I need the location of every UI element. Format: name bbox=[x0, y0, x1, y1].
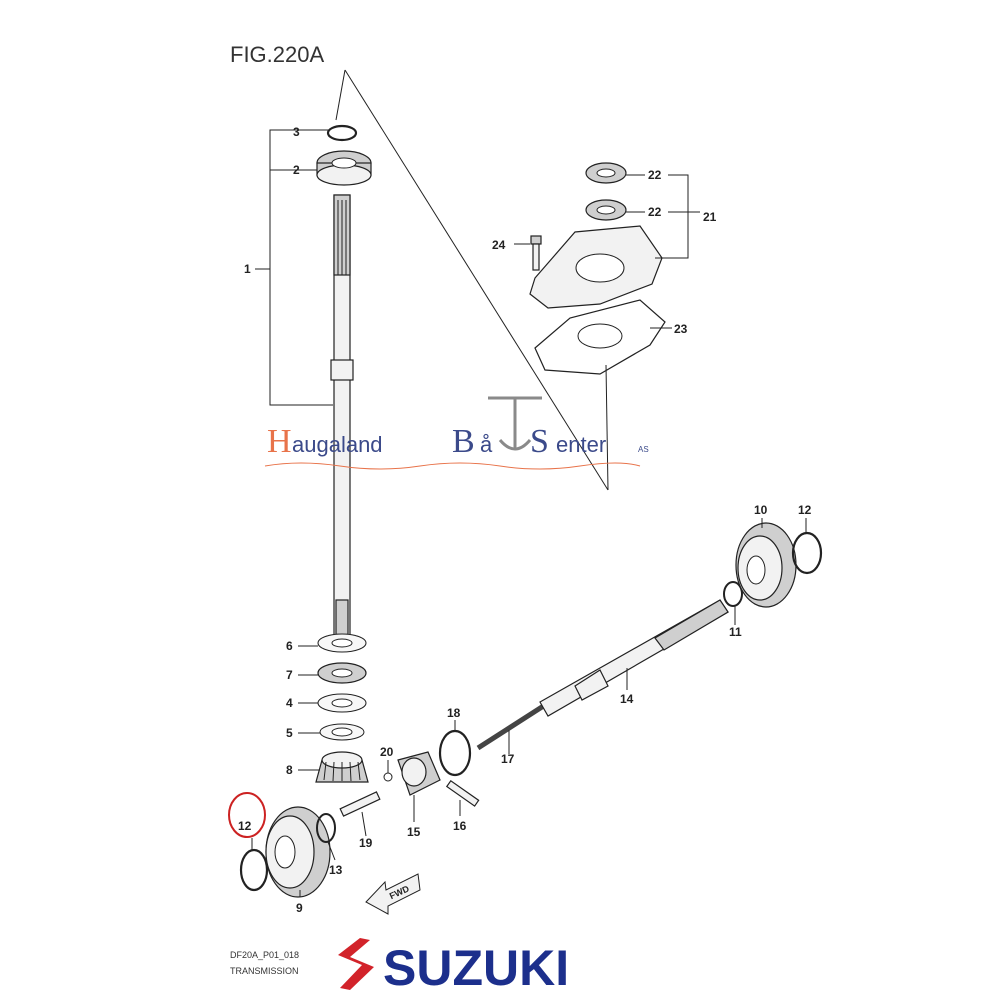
gasket-part-23 bbox=[534, 299, 666, 375]
watermark-h: H bbox=[267, 423, 292, 460]
shim-part-5 bbox=[319, 723, 365, 741]
callout-16: 16 bbox=[453, 819, 467, 833]
watermark-b: B bbox=[452, 423, 475, 460]
callout-20: 20 bbox=[380, 745, 394, 759]
pump-case-assembly bbox=[514, 162, 700, 375]
section-label: TRANSMISSION bbox=[230, 966, 299, 976]
bearing-part-2 bbox=[316, 150, 372, 186]
suzuki-logo-icon bbox=[338, 938, 374, 990]
detail-pointer-lines bbox=[335, 69, 609, 491]
brand-name: SUZUKI bbox=[383, 940, 569, 996]
callout-leaders bbox=[251, 518, 807, 897]
callout-21: 21 bbox=[703, 210, 717, 224]
callout-15: 15 bbox=[407, 825, 421, 839]
callout-14: 14 bbox=[620, 692, 634, 706]
callout-1: 1 bbox=[244, 262, 251, 276]
callout-19: 19 bbox=[359, 836, 373, 850]
shim-part-12-lower bbox=[239, 848, 269, 892]
callout-9: 9 bbox=[296, 901, 303, 915]
callout-22-lower: 22 bbox=[648, 205, 662, 219]
watermark-enter: enter bbox=[556, 432, 606, 457]
callout-4: 4 bbox=[286, 696, 293, 710]
callout-22-upper: 22 bbox=[648, 168, 662, 182]
clutch-pin-part-16 bbox=[445, 779, 480, 807]
watermark-augaland: augaland bbox=[292, 432, 383, 457]
highlight-circle bbox=[228, 792, 266, 838]
bolt-part-24 bbox=[530, 235, 542, 271]
callout-2: 2 bbox=[293, 163, 300, 177]
thrust-bearing-part-7 bbox=[317, 662, 367, 684]
callout-11: 11 bbox=[729, 625, 742, 639]
anchor-icon bbox=[488, 396, 542, 451]
callout-23: 23 bbox=[674, 322, 688, 336]
callout-13: 13 bbox=[329, 863, 343, 877]
callout-17: 17 bbox=[501, 752, 515, 766]
washer-part-4 bbox=[317, 693, 367, 713]
callout-7: 7 bbox=[286, 668, 293, 682]
callout-5: 5 bbox=[286, 726, 293, 740]
bracket-drive-shaft bbox=[255, 129, 333, 406]
o-ring-part-18 bbox=[438, 729, 472, 777]
callout-6: 6 bbox=[286, 639, 293, 653]
shift-rod-part-17 bbox=[476, 702, 547, 751]
callout-3: 3 bbox=[293, 125, 300, 139]
watermark-aa: å bbox=[480, 432, 493, 457]
callout-8: 8 bbox=[286, 763, 293, 777]
pin-part-20 bbox=[383, 772, 393, 782]
watermark-logo: H augaland B å S enter AS bbox=[264, 396, 649, 470]
push-rod-part-19 bbox=[339, 791, 381, 817]
forward-gear-part-9 bbox=[265, 806, 331, 898]
watermark-s: S bbox=[530, 423, 549, 460]
callout-10: 10 bbox=[754, 503, 768, 517]
pinion-gear-part-8 bbox=[315, 751, 369, 783]
watermark-as: AS bbox=[638, 445, 649, 454]
thrust-washer-part-11 bbox=[723, 581, 743, 607]
washer-part-13 bbox=[316, 813, 336, 843]
circlip-part-3 bbox=[326, 124, 358, 142]
shim-part-12-upper bbox=[791, 531, 823, 575]
callout-24: 24 bbox=[492, 238, 506, 252]
clutch-part-15 bbox=[397, 751, 441, 796]
washer-part-6 bbox=[317, 633, 367, 653]
fwd-arrow-icon: FWD bbox=[365, 873, 421, 915]
callout-18: 18 bbox=[447, 706, 461, 720]
callout-12-upper: 12 bbox=[798, 503, 812, 517]
drive-shaft-part-1 bbox=[330, 194, 354, 641]
figure-title: FIG.220A bbox=[230, 42, 324, 67]
propeller-shaft-part-14 bbox=[539, 599, 729, 717]
diagram-code: DF20A_P01_018 bbox=[230, 950, 299, 960]
callout-12-lower: 12 bbox=[238, 819, 252, 833]
reverse-gear-part-10 bbox=[735, 522, 797, 608]
